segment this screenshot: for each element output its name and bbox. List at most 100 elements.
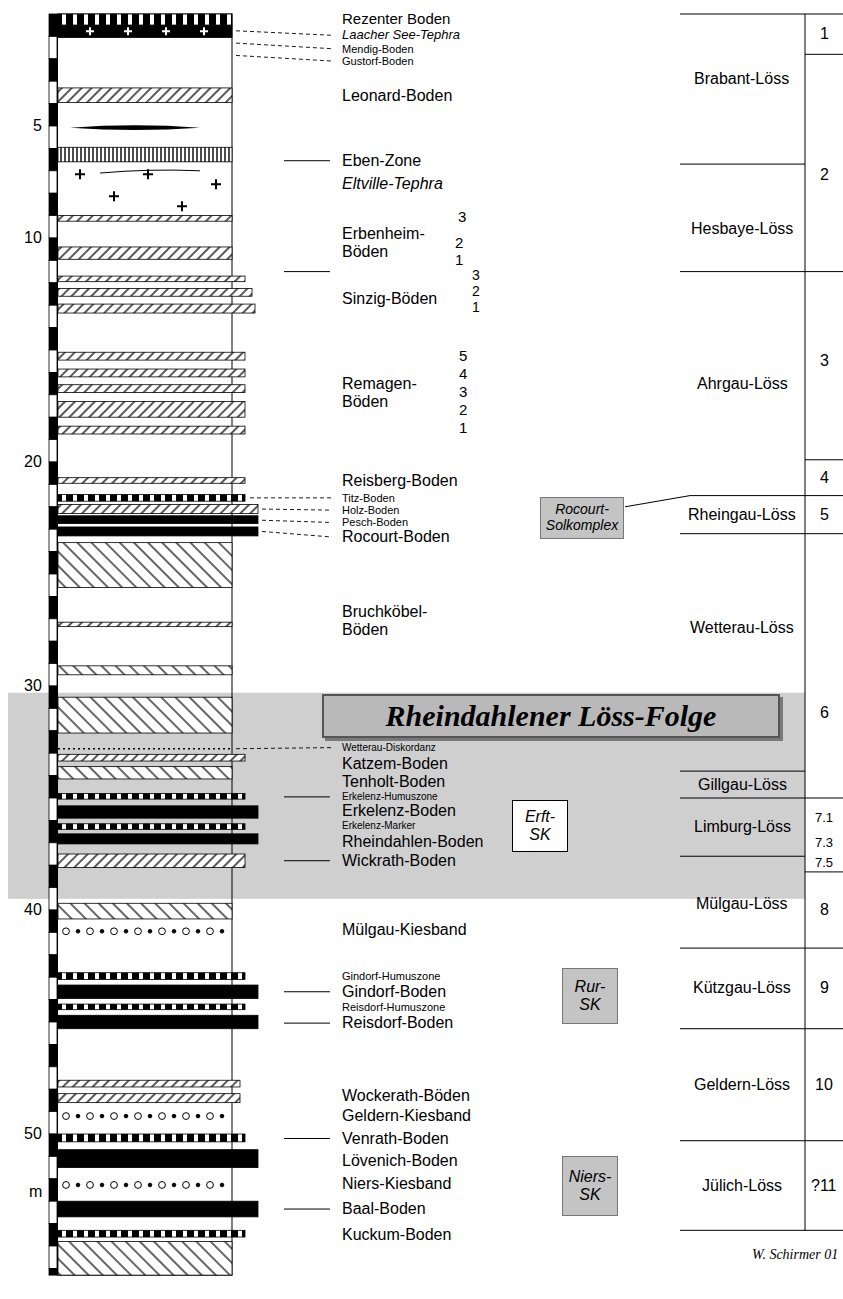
leader-line <box>284 1209 330 1210</box>
depth-ruler-segment <box>49 238 57 260</box>
gravel-symbol <box>135 1113 142 1120</box>
depth-ruler-segment <box>49 798 57 820</box>
gravel-symbol <box>124 1183 128 1187</box>
gravel-symbol <box>63 1113 70 1120</box>
unit-boundary <box>680 948 805 949</box>
soil-layer <box>58 1004 245 1010</box>
gravel-symbol <box>63 1182 70 1189</box>
soil-layer <box>58 426 245 434</box>
gravel-symbol <box>207 928 214 935</box>
depth-ruler-segment <box>49 753 57 775</box>
depth-ruler-segment <box>49 888 57 910</box>
soil-layer <box>58 806 258 818</box>
depth-ruler-segment <box>49 1156 57 1178</box>
depth-ruler-segment <box>49 395 57 417</box>
depth-ruler-segment <box>49 865 57 887</box>
horizon-name: Wetterau-Diskordanz <box>342 742 436 753</box>
leader-line <box>284 991 330 992</box>
depth-ruler-segment <box>49 193 57 215</box>
horizon-number: 2 <box>472 284 480 300</box>
sequence-title-box: Rheindahlener Löss-Folge <box>322 694 780 738</box>
stage-boundary <box>805 495 843 496</box>
soil-layer <box>58 1134 245 1142</box>
loess-unit: Brabant-Löss <box>694 70 789 88</box>
tephra-cross <box>75 169 85 179</box>
horizon-name: Gindorf-Humuszone <box>342 970 440 982</box>
soil-layer <box>58 505 258 514</box>
tephra-cross <box>162 27 170 35</box>
soil-layer <box>58 14 232 25</box>
depth-ruler-segment <box>49 484 57 506</box>
soil-layer <box>58 88 232 103</box>
depth-ruler-segment <box>49 910 57 932</box>
horizon-number: 5 <box>459 348 467 365</box>
tephra-cross <box>86 27 94 35</box>
loess-unit: Gillgau-Löss <box>698 776 787 794</box>
leader-line <box>284 160 330 161</box>
horizon-number: 3 <box>472 268 480 284</box>
gravel-symbol <box>196 1183 200 1187</box>
horizon-number: 4 <box>459 366 467 383</box>
depth-ruler-segment <box>49 350 57 372</box>
horizon-name: Mülgau-Kiesband <box>342 921 467 939</box>
soil-layer <box>58 1015 258 1028</box>
horizon-name: Tenholt-Boden <box>342 773 445 791</box>
soil-layer <box>58 478 245 484</box>
depth-ruler-segment <box>49 14 57 36</box>
gravel-symbol <box>172 1114 176 1118</box>
loess-unit: Geldern-Löss <box>694 1076 790 1094</box>
sequence-title: Rheindahlener Löss-Folge <box>327 699 775 733</box>
depth-tick: 40 <box>24 901 42 919</box>
horizon-name: Titz-Boden <box>342 492 395 504</box>
dashed-leader <box>236 43 332 49</box>
gravel-symbol <box>172 929 176 933</box>
stage-boundary <box>805 1230 843 1231</box>
gravel-symbol <box>111 1113 118 1120</box>
depth-ruler-segment <box>49 507 57 529</box>
depth-ruler-segment <box>49 104 57 126</box>
horizon-name: Geldern-Kiesband <box>342 1107 471 1125</box>
stage-boundary <box>805 798 843 799</box>
gravel-symbol <box>87 1113 94 1120</box>
soil-layer <box>58 304 255 313</box>
leader-line <box>625 496 690 507</box>
depth-ruler-segment <box>49 641 57 663</box>
stage-number: 7.5 <box>815 856 833 871</box>
gravel-symbol <box>220 1114 224 1118</box>
soil-layer <box>58 494 245 501</box>
horizon-name: Niers-Kiesband <box>342 1175 451 1193</box>
horizon-number: 1 <box>459 420 467 437</box>
soil-layer <box>58 1094 240 1103</box>
horizon-name: Lövenich-Boden <box>342 1152 458 1170</box>
soil-layer <box>58 543 232 588</box>
loess-unit: Ahrgau-Löss <box>697 375 788 393</box>
gravel-symbol <box>87 1182 94 1189</box>
leader-line <box>284 860 330 861</box>
gravel-symbol <box>220 929 224 933</box>
soil-layer <box>58 288 252 296</box>
unit-boundary <box>680 164 805 165</box>
horizon-name: Kuckum-Boden <box>342 1226 451 1244</box>
gravel-symbol <box>111 1182 118 1189</box>
soil-layer <box>58 352 245 360</box>
depth-ruler-segment <box>49 59 57 81</box>
dashed-leader <box>262 509 332 510</box>
soil-layer <box>58 276 245 282</box>
horizon-number: 2 <box>459 402 467 419</box>
horizon-name: Gindorf-Boden <box>342 983 446 1001</box>
gravel-symbol <box>124 929 128 933</box>
unit-boundary <box>680 856 805 857</box>
depth-ruler-segment <box>49 686 57 708</box>
depth-ruler-segment <box>49 171 57 193</box>
stage-boundary <box>805 871 843 872</box>
depth-ruler-segment <box>49 216 57 238</box>
unit-boundary <box>680 1028 805 1029</box>
soil-layer <box>58 697 232 733</box>
stage-number: 3 <box>820 352 829 370</box>
discordance-line <box>58 748 232 750</box>
horizon-name: Bruchköbel- Böden <box>342 603 447 639</box>
loess-unit: Rheingau-Löss <box>688 506 796 524</box>
depth-unit: m <box>29 1183 42 1201</box>
depth-ruler-segment <box>49 1201 57 1223</box>
stage-number: 9 <box>820 979 829 997</box>
